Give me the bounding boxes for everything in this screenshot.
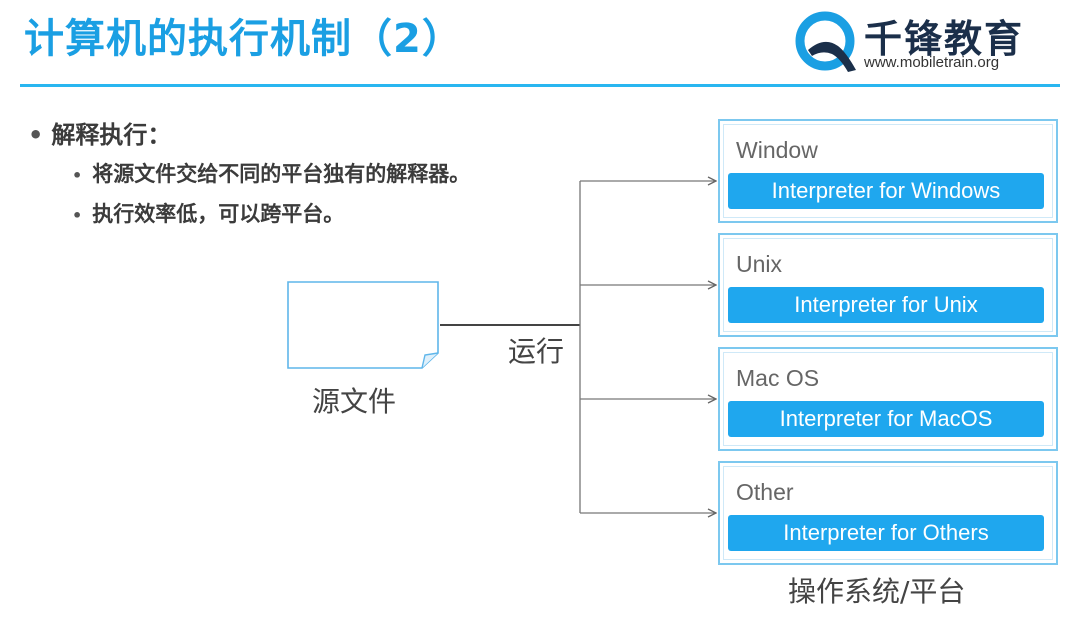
sub-bullet-1: • 将源文件交给不同的平台独有的解释器。: [72, 158, 470, 188]
run-label: 运行: [508, 335, 565, 368]
sub-bullet-dot: •: [72, 206, 83, 225]
platform-name: Other: [736, 479, 794, 505]
logo-name: 千锋教育: [864, 17, 1025, 61]
interpreter-bar: Interpreter for Others: [728, 515, 1044, 551]
platform-box-macos: Mac OS Interpreter for MacOS: [718, 347, 1058, 451]
platform-box-unix: Unix Interpreter for Unix: [718, 233, 1058, 337]
sub-bullet-text: 执行效率低，可以跨平台。: [92, 202, 345, 226]
mobiletrain-logo-icon: [795, 11, 856, 72]
bullet-main-text: 解释执行：: [51, 121, 172, 149]
interpreter-bar: Interpreter for Windows: [728, 173, 1044, 209]
sub-bullet-2: • 执行效率低，可以跨平台。: [72, 198, 344, 228]
platform-box-windows: Window Interpreter for Windows: [718, 119, 1058, 223]
interpreter-bar: Interpreter for Unix: [728, 287, 1044, 323]
platform-name: Unix: [736, 251, 783, 277]
logo-url: www.mobiletrain.org: [864, 54, 1000, 71]
os-platform-label: 操作系统/平台: [788, 575, 966, 608]
source-file-label: 源文件: [312, 385, 397, 418]
platform-box-other: Other Interpreter for Others: [718, 461, 1058, 565]
platform-name: Mac OS: [736, 365, 820, 391]
interpreter-bar: Interpreter for MacOS: [728, 401, 1044, 437]
platform-name: Window: [736, 137, 818, 163]
sub-bullet-dot: •: [72, 166, 83, 185]
document-icon: [287, 281, 439, 369]
bullet-dot: •: [28, 121, 44, 149]
title-divider: [20, 84, 1060, 87]
sub-bullet-text: 将源文件交给不同的平台独有的解释器。: [92, 162, 471, 186]
logo: 千锋教育 www.mobiletrain.org: [794, 8, 1064, 78]
page-title: 计算机的执行机制（2）: [24, 16, 463, 62]
bullet-main: •解释执行：: [28, 115, 171, 150]
